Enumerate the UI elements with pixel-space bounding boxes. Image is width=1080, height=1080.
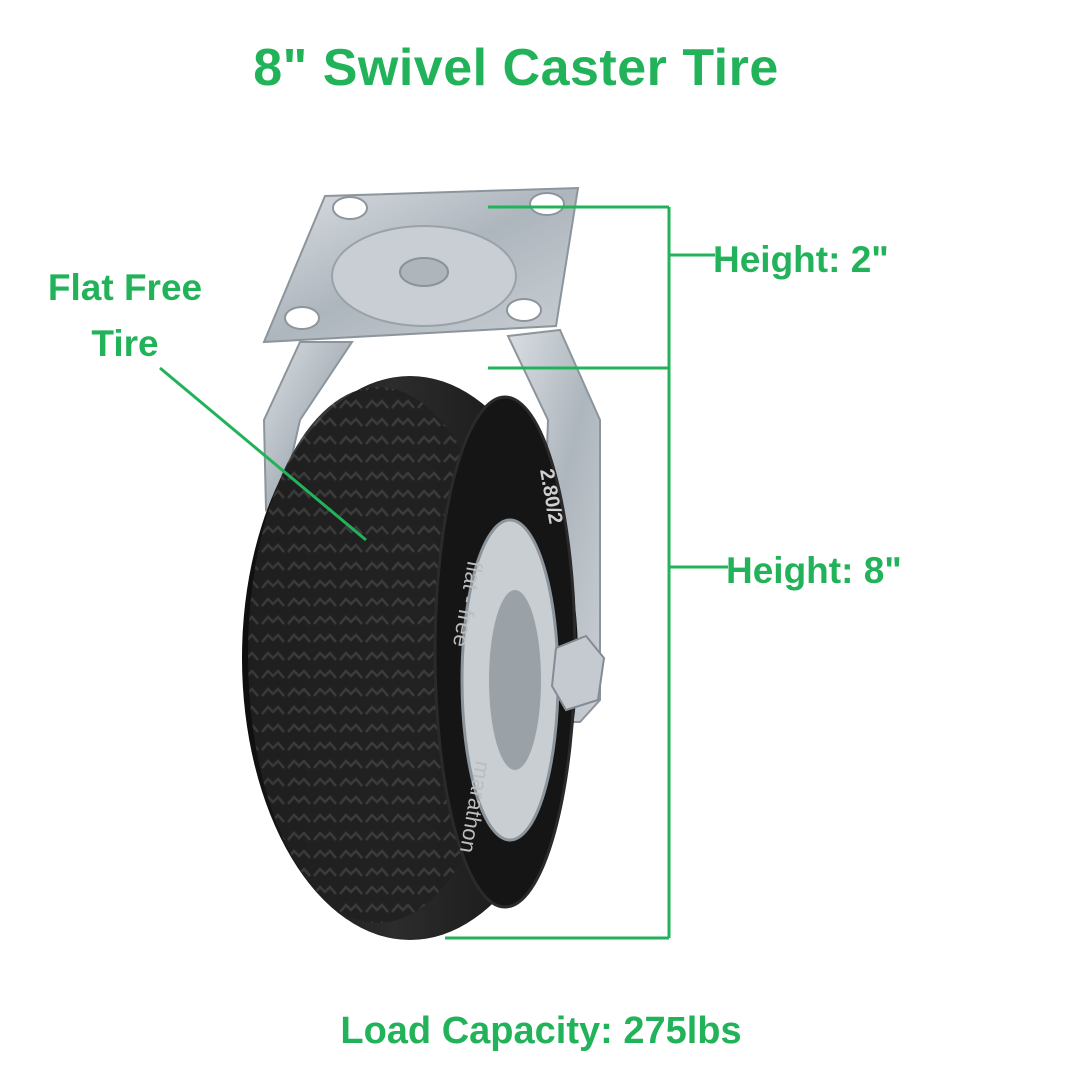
flat-free-label-line2: Tire [91, 323, 159, 364]
axle-bolt [550, 634, 606, 712]
flat-free-tire-label: Flat Free Tire [30, 260, 220, 372]
bolt-hole [529, 192, 565, 216]
plate-height-label: Height: 2" [713, 239, 889, 280]
bolt-hole [506, 298, 542, 322]
flat-free-pointer-line [159, 366, 367, 542]
bolt-hole [284, 306, 320, 330]
page-title: 8" Swivel Caster Tire [253, 39, 779, 97]
wheel-height-label: Height: 8" [726, 550, 902, 591]
flat-free-label-line1: Flat Free [47, 267, 203, 308]
measurement-bracket [445, 205, 728, 940]
load-capacity-label: Load Capacity: 275lbs [340, 1010, 742, 1052]
bolt-hole [332, 196, 368, 220]
tire: 2.80/2 flat - free marathon [242, 376, 578, 940]
mounting-plate [262, 186, 580, 344]
